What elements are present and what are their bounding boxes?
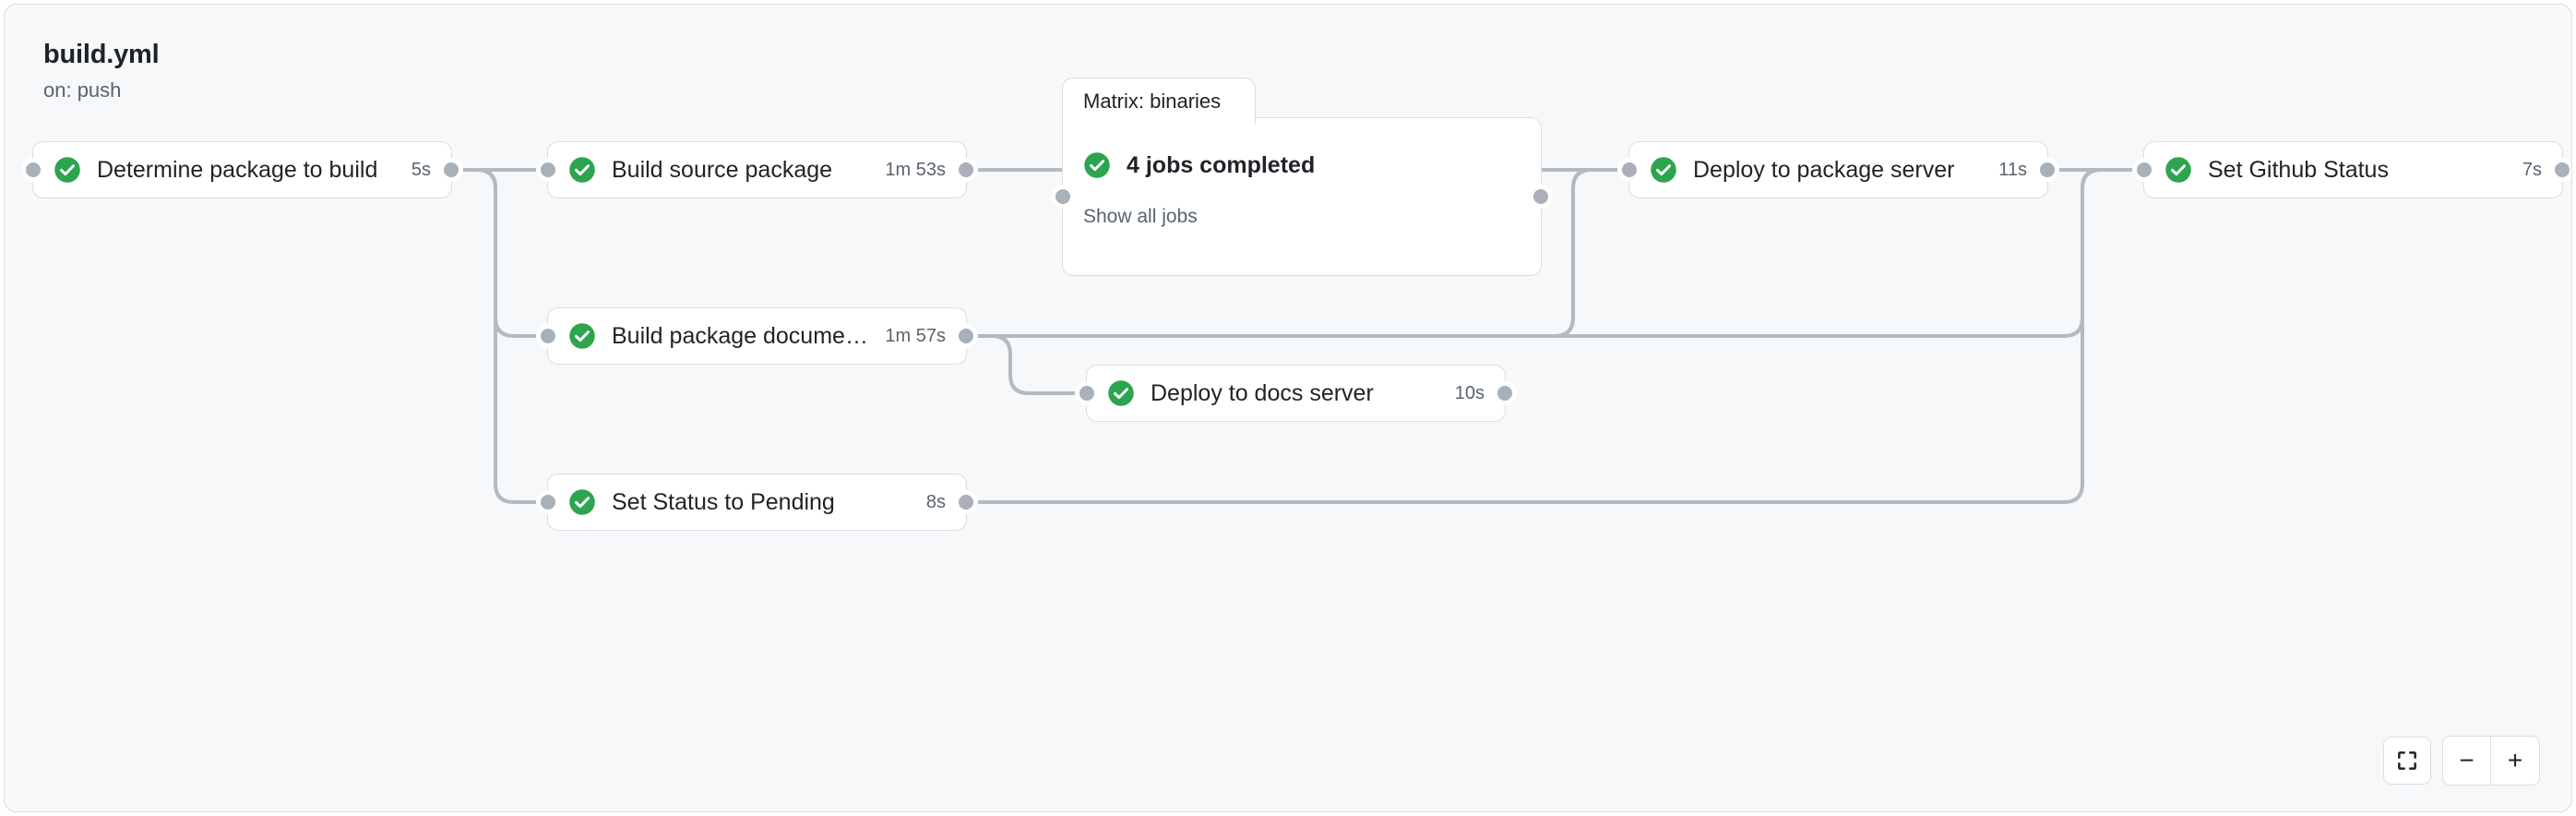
check-circle-icon <box>569 157 595 183</box>
check-circle-icon <box>1651 157 1676 183</box>
node-input-handle[interactable] <box>536 324 560 348</box>
zoom-in-button[interactable]: + <box>2491 737 2539 785</box>
job-node-set-github-status[interactable]: Set Github Status 7s <box>2132 141 2571 198</box>
node-output-handle[interactable] <box>954 324 978 348</box>
plus-icon: + <box>2507 746 2523 774</box>
job-node-label: Determine package to build <box>97 156 378 183</box>
show-all-jobs-link[interactable]: Show all jobs <box>1083 206 1198 227</box>
check-circle-icon <box>569 323 595 349</box>
edge-build-docs-to-deploy-docs <box>965 334 1088 395</box>
node-input-handle[interactable] <box>536 490 560 514</box>
edge-determine-to-build-docs <box>450 168 549 338</box>
job-node-duration: 1m 53s <box>885 159 946 180</box>
check-circle-icon <box>569 489 595 515</box>
workflow-trigger: on: push <box>43 78 122 102</box>
matrix-output-handle[interactable] <box>1529 185 1553 209</box>
check-circle-icon <box>2165 157 2191 183</box>
fit-view-button[interactable] <box>2383 737 2431 785</box>
node-output-handle[interactable] <box>439 158 463 182</box>
job-node-label: Deploy to docs server <box>1151 379 1374 406</box>
matrix-summary: 4 jobs completed <box>1083 151 1315 179</box>
check-circle-icon <box>1084 152 1110 178</box>
workflow-canvas[interactable]: build.yml on: push Determine package to … <box>4 4 2572 812</box>
node-output-handle[interactable] <box>954 490 978 514</box>
job-node-label: Build source package <box>612 156 833 183</box>
job-node-duration: 1m 57s <box>885 325 946 346</box>
node-input-handle[interactable] <box>536 158 560 182</box>
job-node-duration: 5s <box>411 159 431 180</box>
job-node-build-source-package[interactable]: Build source package 1m 53s <box>536 141 978 198</box>
check-circle-icon <box>54 157 80 183</box>
node-output-handle[interactable] <box>1493 381 1517 405</box>
node-input-handle[interactable] <box>2132 158 2156 182</box>
job-node-set-status-to-pending[interactable]: Set Status to Pending 8s <box>536 474 978 531</box>
fullscreen-icon <box>2398 751 2416 770</box>
job-node-duration: 8s <box>925 491 946 512</box>
minus-icon: − <box>2459 746 2475 774</box>
check-circle-icon <box>1108 380 1134 406</box>
zoom-control-group: − + <box>2442 736 2540 786</box>
job-node-build-package-documentation[interactable]: Build package docume… 1m 57s <box>536 307 978 365</box>
matrix-summary-label: 4 jobs completed <box>1127 151 1316 178</box>
job-node-label: Deploy to package server <box>1693 156 1955 183</box>
matrix-group-tab[interactable]: Matrix: binaries <box>1062 78 1256 124</box>
graph-controls: − + <box>2383 736 2540 786</box>
job-node-duration: 10s <box>1454 382 1485 403</box>
matrix-group-tab-label: Matrix: binaries <box>1083 89 1222 113</box>
job-node-duration: 7s <box>2522 159 2542 180</box>
job-node-label: Set Status to Pending <box>612 488 835 515</box>
job-node-label: Set Github Status <box>2208 156 2389 183</box>
zoom-out-button[interactable]: − <box>2443 737 2491 785</box>
job-node-determine-package-to-build[interactable]: Determine package to build 5s <box>21 141 463 198</box>
workflow-title: build.yml <box>43 40 160 69</box>
node-input-handle[interactable] <box>1617 158 1641 182</box>
job-node-deploy-to-docs-server[interactable]: Deploy to docs server 10s <box>1075 365 1517 422</box>
node-input-handle[interactable] <box>21 158 45 182</box>
job-node-duration: 11s <box>1998 159 2027 180</box>
workflow-header: build.yml on: push <box>43 40 160 102</box>
node-output-handle[interactable] <box>954 158 978 182</box>
node-input-handle[interactable] <box>1075 381 1099 405</box>
job-node-deploy-to-package-server[interactable]: Deploy to package server 11s <box>1617 141 2059 198</box>
node-output-handle[interactable] <box>2550 158 2571 182</box>
job-node-label: Build package docume… <box>612 322 868 349</box>
matrix-input-handle[interactable] <box>1051 185 1075 209</box>
node-output-handle[interactable] <box>2035 158 2059 182</box>
edge-determine-to-set-pending <box>450 168 549 504</box>
